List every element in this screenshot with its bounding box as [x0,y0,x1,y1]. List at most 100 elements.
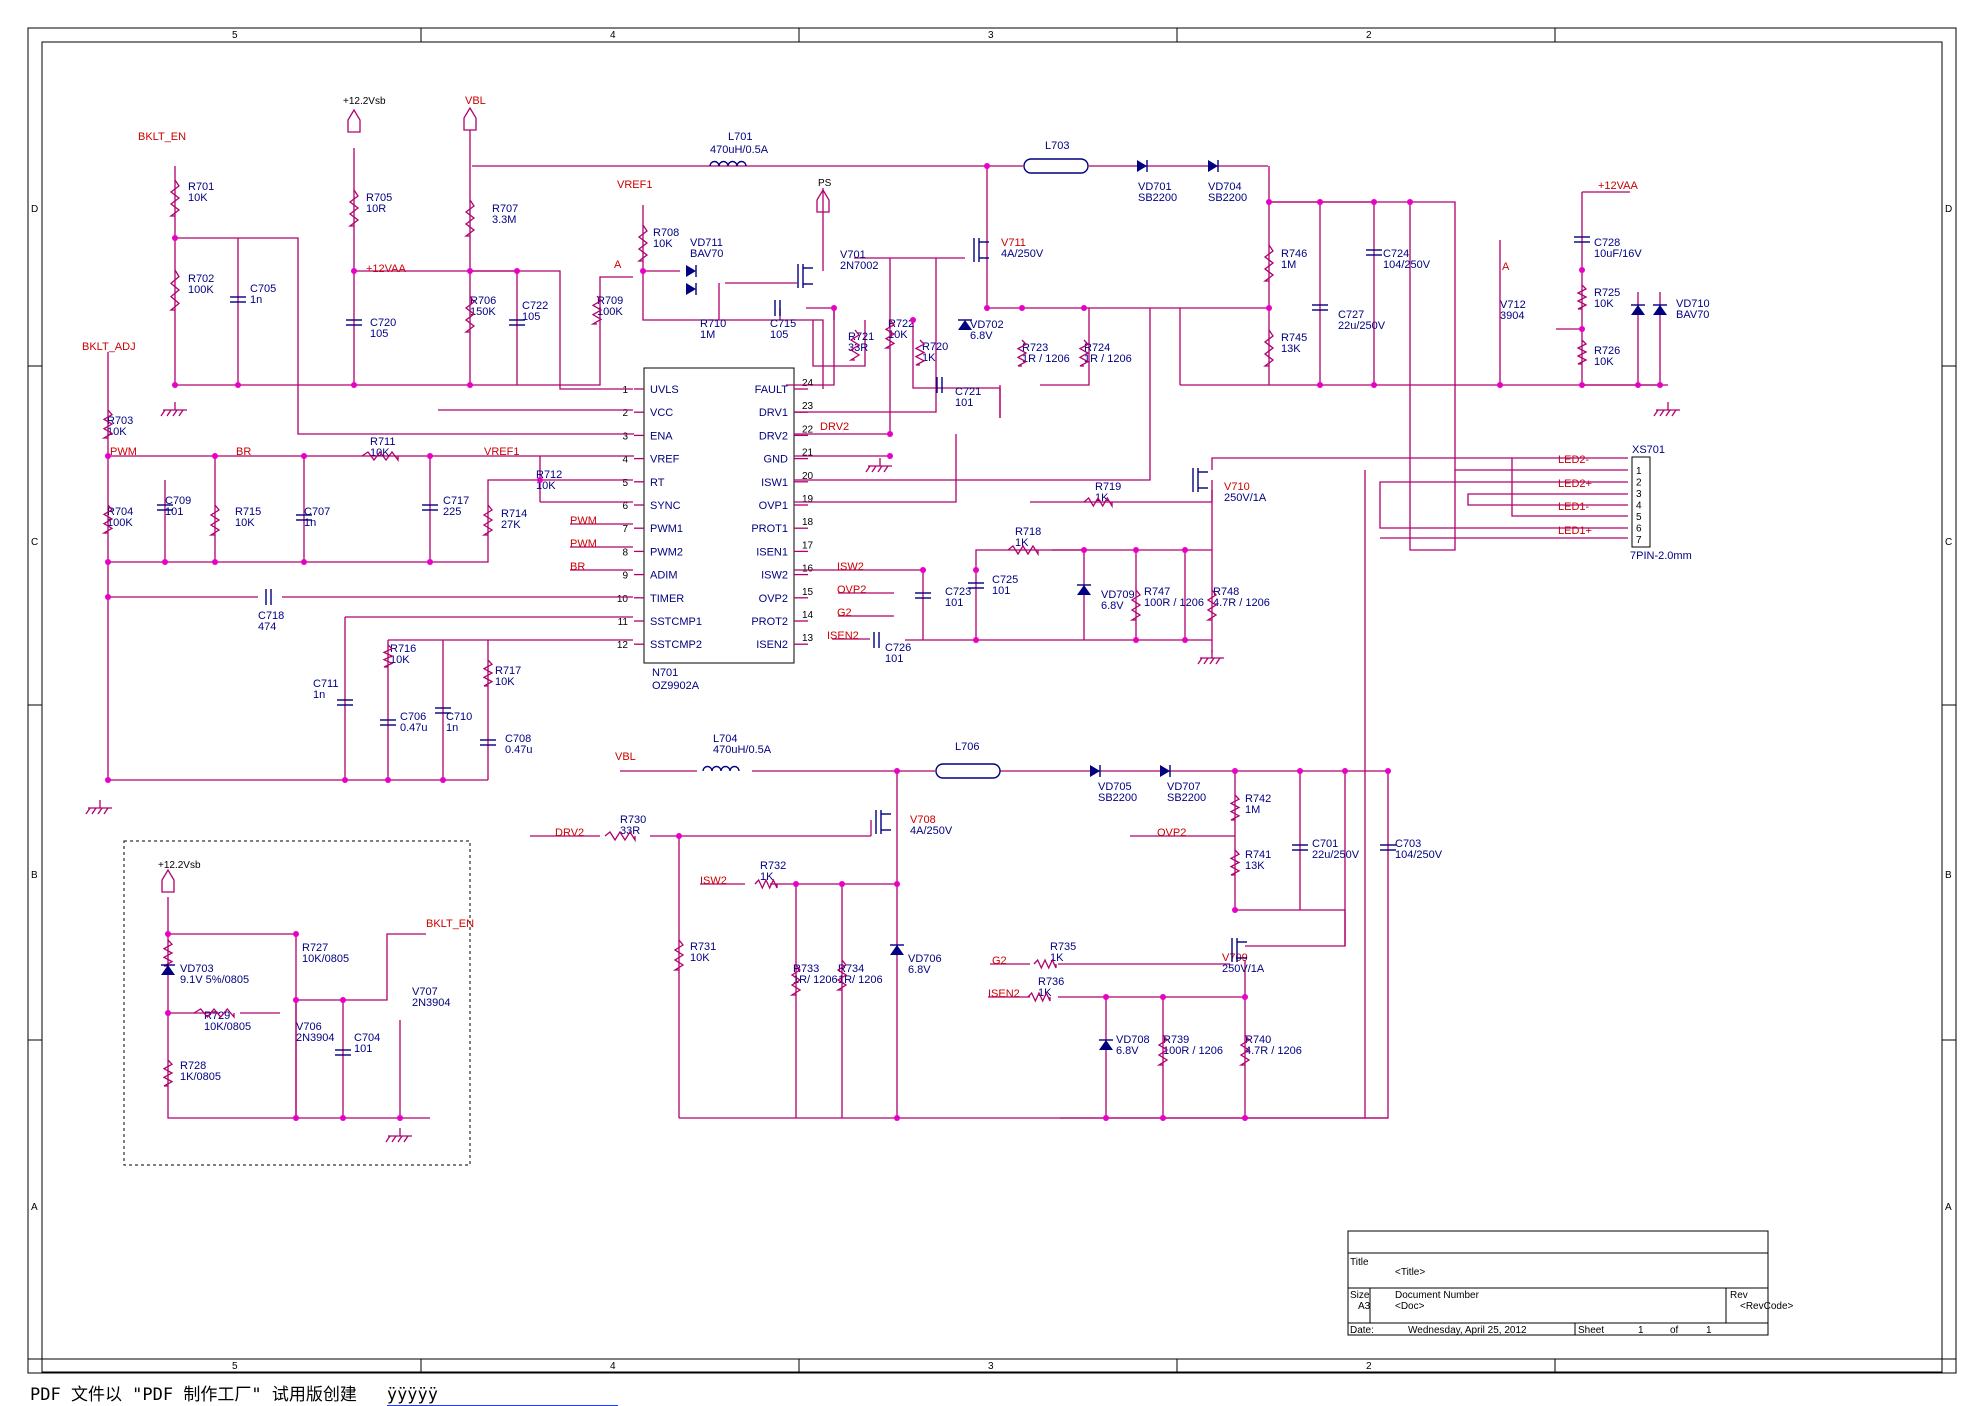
footer-link[interactable]: ÿÿÿÿÿ [386,1385,619,1406]
connector-label-led2: LED2+ [1558,478,1592,490]
part-value-vd708: 6.8V [1116,1045,1139,1057]
title-value: <Title> [1395,1267,1425,1278]
part-value-v707: 2N3904 [412,997,451,1009]
part-value-c726: 101 [885,653,903,665]
ic-pin-num-24: 24 [802,378,814,389]
part-ref-l701: L701 [728,131,752,143]
part-value-r714: 27K [501,519,521,531]
ic-pin-isen1: ISEN1 [756,546,788,558]
part-ref-c710: C710 [446,711,472,723]
net-label: VREF1 [484,446,519,458]
title-block: Title <Title> Size A3 Document Number <D… [1347,1230,1794,1336]
part-value-r742: 1M [1245,804,1260,816]
net-label: OVP2 [837,584,866,596]
part-ref-r740: R740 [1245,1034,1271,1046]
border-col-top-4: 4 [610,30,616,41]
part-ref-r718: R718 [1015,526,1041,538]
part-ref-c711: C711 [313,678,338,690]
part-ref-c703: C703 [1395,838,1421,850]
connector-pin-6: 6 [1636,524,1642,535]
net-label: ISW2 [700,875,727,887]
ic-pin-sstcmp2: SSTCMP2 [650,639,702,651]
part-value-r715: 10K [235,517,255,529]
part-ref-r727: R727 [302,942,328,954]
part-ref-l706: L706 [955,741,979,753]
part-ref-r725: R725 [1594,287,1620,299]
border-col-top-3: 3 [988,30,994,41]
part-value-l701: 470uH/0.5A [710,144,769,156]
part-ref-c721: C721 [955,386,981,398]
part-value-r701: 10K [188,192,208,204]
part-value-v706: 2N3904 [296,1032,335,1044]
part-value-vd701: SB2200 [1138,192,1177,204]
net-label: +12.2Vsb [158,860,201,871]
ic-pin-fault: FAULT [755,384,789,396]
part-value-v712: 3904 [1500,310,1524,322]
net-label: ISEN2 [827,630,859,642]
part-ref-r728: R728 [180,1060,206,1072]
ic-pin-num-1: 1 [622,385,628,396]
part-value-r747: 100R / 1206 [1144,597,1204,609]
part-value-r703: 10K [107,426,127,438]
part-value-l704: 470uH/0.5A [713,744,772,756]
part-value-c717: 225 [443,506,461,518]
net-label: PS [818,178,832,189]
net-label: OVP2 [1157,827,1186,839]
part-value-r727: 10K/0805 [302,953,349,965]
ic-ref: N701 [652,667,678,679]
net-label: DRV2 [555,827,584,839]
part-ref-v711: V711 [1001,237,1026,249]
part-ref-r731: R731 [690,941,716,953]
part-value-r720: 1K [922,352,936,364]
part-ref-r715: R715 [235,506,261,518]
part-value-c711: 1n [313,689,325,701]
part-value-c715: 105 [770,329,788,341]
part-ref-vd704: VD704 [1208,181,1242,193]
size-value: A3 [1358,1301,1371,1312]
net-label: BR [236,446,251,458]
net-label: +12VAA [1598,180,1639,192]
ic-pin-isw2: ISW2 [761,570,788,582]
part-value-c701: 22u/250V [1312,849,1360,861]
part-ref-v701: V701 [840,249,866,261]
ic-pin-prot1: PROT1 [751,523,788,535]
net-label: VBL [465,95,486,107]
part-value-r722: 10K [888,329,908,341]
border-row-right-A: A [1945,1202,1952,1213]
part-value-c723: 101 [945,597,963,609]
part-ref-r717: R717 [495,665,521,677]
part-value-r735: 1K [1050,952,1064,964]
part-value-r732: 1K [760,871,774,883]
part-ref-v712: V712 [1500,299,1526,311]
ic-pin-sstcmp1: SSTCMP1 [650,616,702,628]
part-ref-r716: R716 [390,643,416,655]
ic-pin-num-22: 22 [802,424,814,435]
part-value-r745: 13K [1281,343,1301,355]
border-col-top-2: 2 [1366,30,1372,41]
net-label: BKLT_EN [426,918,474,930]
part-value-r728: 1K/0805 [180,1071,221,1083]
ic-pin-ena: ENA [650,430,673,442]
part-ref-vd709: VD709 [1101,589,1135,601]
ic-pin-adim: ADIM [650,570,678,582]
ic-pin-num-6: 6 [622,501,628,512]
net-label: ISW2 [837,561,864,573]
ic-pin-vcc: VCC [650,407,673,419]
border-row-left-D: D [31,204,38,215]
part-value-r702: 100K [188,284,214,296]
part-ref-r733: R733 [793,963,819,975]
rev-label: Rev [1730,1290,1748,1301]
connector-pin-2: 2 [1636,478,1642,489]
part-value-v708: 4A/250V [910,825,953,837]
part-ref-c726: C726 [885,642,911,654]
net-label: ISEN2 [988,988,1020,1000]
part-ref-c720: C720 [370,317,396,329]
ic-pin-num-14: 14 [802,610,814,621]
part-value-r710: 1M [700,329,715,341]
part-ref-vd701: VD701 [1138,181,1172,193]
part-value-c724: 104/250V [1383,259,1431,271]
net-label: A [1502,261,1510,273]
footer-text: PDF 文件以 "PDF 制作工厂" 试用版创建 [30,1385,357,1405]
ic-pin-num-9: 9 [622,571,628,582]
